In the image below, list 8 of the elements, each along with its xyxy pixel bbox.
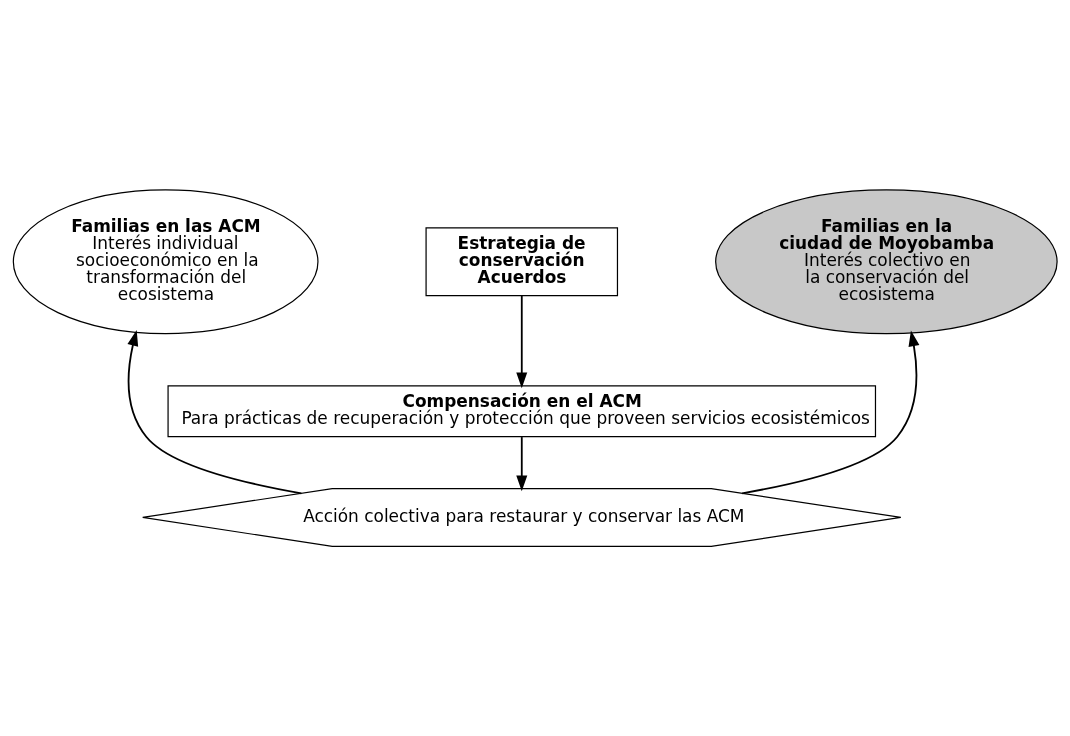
node-ellipse: Familias en la ciudad de Moyobamba Interés colectivo en la conservación del ecosistema — [715, 189, 1058, 335]
node-ellipse: Familias en las ACM Interés individual socioeconómico en la transformación del ecosistema — [12, 189, 319, 335]
node-box: Compensación en el ACM Para prácticas de recuperación y protección que proveen servicios ecosistémicos — [167, 385, 877, 438]
node-box: Estrategia de conservación Acuerdos — [425, 227, 619, 297]
arrow — [741, 330, 920, 495]
arrow — [516, 295, 528, 389]
arrow — [127, 330, 303, 495]
arrow — [516, 436, 528, 492]
